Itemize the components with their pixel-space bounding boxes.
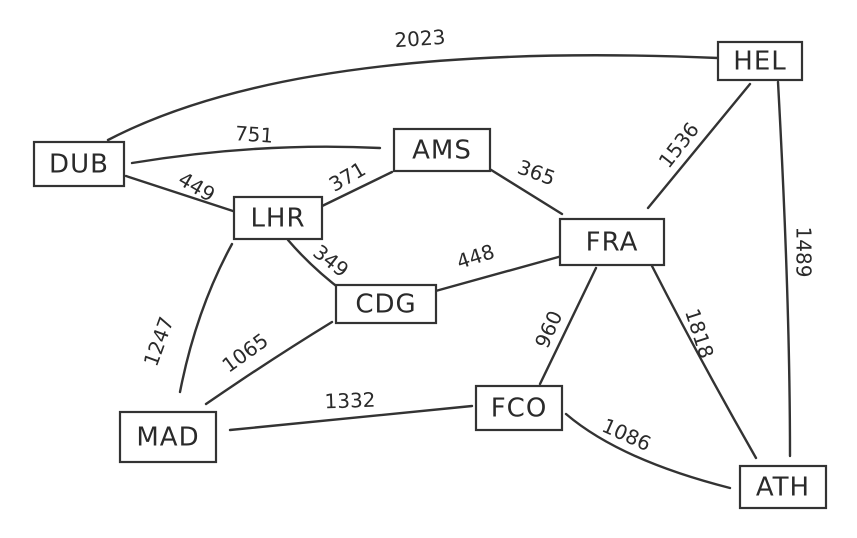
node-box-dub (32, 140, 126, 188)
node-label-mad: MAD (136, 423, 199, 453)
edge-lhr-mad (178, 242, 234, 394)
edge-label-hel-ath: 1489 (792, 227, 816, 278)
node-ams: AMS (392, 127, 492, 173)
edge-fco-ath (564, 412, 732, 490)
node-box-ams (392, 127, 492, 173)
edge-label-fco-fra: 960 (530, 307, 567, 352)
edge-label-cdg-fra: 448 (454, 239, 498, 274)
edge-dub-ams (130, 145, 382, 165)
node-label-dub: DUB (49, 150, 109, 180)
edge-fra-ath (650, 264, 758, 460)
edge-label-dub-lhr: 449 (174, 167, 219, 207)
nodes-layer: HEL DUB AMS LHR FRA CDG MAD FCO ATH (32, 40, 828, 510)
edge-cdg-fra (430, 254, 564, 294)
node-ath: ATH (738, 464, 828, 510)
edge-dub-hel (106, 54, 720, 142)
edge-label-lhr-ams: 371 (325, 157, 370, 197)
node-hel: HEL (716, 40, 804, 82)
edge-label-lhr-cdg: 349 (308, 240, 353, 282)
node-label-hel: HEL (733, 47, 786, 77)
node-label-ams: AMS (412, 136, 472, 166)
edge-fco-fra (538, 266, 598, 386)
node-box-fco (474, 384, 564, 432)
node-label-fra: FRA (586, 228, 639, 258)
edge-label-dub-hel: 2023 (394, 25, 446, 52)
node-box-fra (558, 217, 666, 267)
edge-mad-fco (228, 404, 474, 432)
edge-label-mad-fco: 1332 (324, 388, 376, 414)
edge-fra-hel (646, 82, 752, 210)
node-lhr: LHR (232, 195, 324, 241)
edge-ams-fra (486, 166, 564, 216)
edge-label-lhr-mad: 1247 (139, 313, 179, 369)
edge-dub-lhr (124, 174, 238, 214)
node-box-ath (738, 464, 828, 510)
node-box-cdg (334, 283, 438, 325)
node-dub: DUB (32, 140, 126, 188)
node-label-fco: FCO (491, 394, 548, 424)
node-label-ath: ATH (756, 473, 810, 503)
node-fco: FCO (474, 384, 564, 432)
edge-mad-cdg (204, 320, 334, 406)
node-box-lhr (232, 195, 324, 241)
node-mad: MAD (118, 410, 218, 464)
edges-layer (106, 54, 792, 490)
edge-hel-ath (776, 80, 792, 458)
edge-label-fra-hel: 1536 (654, 118, 704, 173)
node-box-hel (716, 40, 804, 82)
node-fra: FRA (558, 217, 666, 267)
node-label-cdg: CDG (355, 290, 416, 320)
edge-label-ams-fra: 365 (514, 155, 558, 191)
node-label-lhr: LHR (250, 204, 305, 234)
node-cdg: CDG (334, 283, 438, 325)
edge-label-fco-ath: 1086 (598, 413, 654, 456)
edge-label-dub-ams: 751 (234, 121, 274, 148)
edge-lhr-ams (316, 170, 394, 210)
edge-label-mad-cdg: 1065 (217, 328, 272, 377)
node-box-mad (118, 410, 218, 464)
